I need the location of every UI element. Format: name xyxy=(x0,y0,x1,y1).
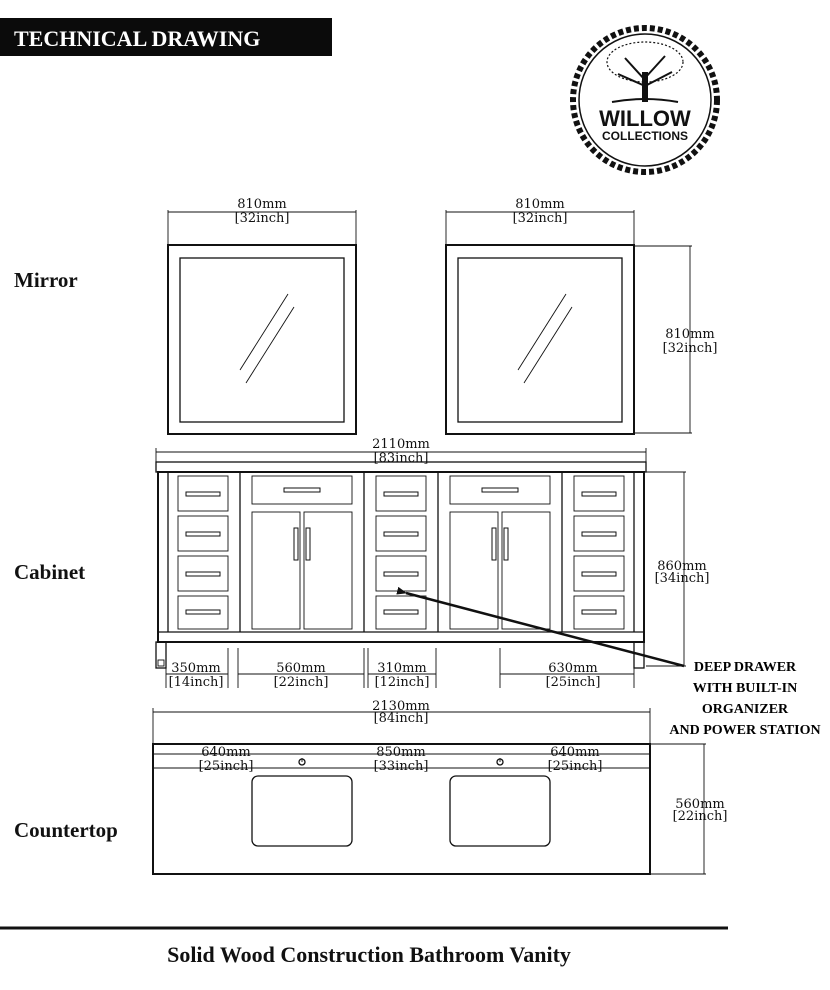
dim-counter-center: 850mm [33inch] xyxy=(302,745,500,774)
dim-counter-depth-inch: [22inch] xyxy=(673,809,728,824)
dim-cabinet-height: 860mm [34inch] xyxy=(646,471,710,667)
section-label-cabinet: Cabinet xyxy=(14,560,85,584)
footer-title: Solid Wood Construction Bathroom Vanity xyxy=(167,942,571,967)
dim-counter-center-mm: 850mm xyxy=(376,745,425,760)
dim-bottom-center-inch: [12inch] xyxy=(375,675,430,690)
dim-bottom-mid: 560mm [22inch] xyxy=(237,648,365,690)
dim-mirror-left-width: 810mm [32inch] xyxy=(167,197,357,245)
dim-bottom-left: 350mm [14inch] xyxy=(165,648,229,690)
dim-counter-width-mm: 2130mm xyxy=(372,699,430,714)
header-badge-text: TECHNICAL DRAWING xyxy=(14,26,260,51)
dim-bottom-right-mm: 630mm xyxy=(548,661,597,676)
dim-counter-depth: 560mm [22inch] xyxy=(650,743,728,875)
logo-line1: WILLOW xyxy=(599,106,691,131)
dim-bottom-mid-mm: 560mm xyxy=(276,661,325,676)
logo-line2: COLLECTIONS xyxy=(602,129,688,143)
dim-mirror-height: 810mm [32inch] xyxy=(634,245,718,434)
dim-mirror-left-width-inch: [32inch] xyxy=(235,211,290,226)
countertop xyxy=(152,743,651,875)
section-label-mirror: Mirror xyxy=(14,268,78,292)
dim-counter-right-mm: 640mm xyxy=(550,745,599,760)
dim-counter-right: 640mm [25inch] xyxy=(500,745,650,774)
cabinet-width-dim: 2110mm [83inch] xyxy=(155,437,647,470)
dim-bottom-center-mm: 310mm xyxy=(377,661,426,676)
dim-mirror-left-width-mm: 810mm xyxy=(237,197,286,212)
dim-mirror-right-width-mm: 810mm xyxy=(515,197,564,212)
deep-drawer-callout: DEEP DRAWER WITH BUILT-IN ORGANIZER AND … xyxy=(396,586,821,738)
dim-cabinet-height-inch: [34inch] xyxy=(655,571,710,586)
section-label-countertop: Countertop xyxy=(14,818,118,842)
dim-bottom-left-inch: [14inch] xyxy=(169,675,224,690)
header-badge: TECHNICAL DRAWING xyxy=(0,18,332,56)
dim-bottom-left-mm: 350mm xyxy=(171,661,220,676)
callout-line2: WITH BUILT-IN xyxy=(693,681,797,696)
dim-cabinet-width-inch: [83inch] xyxy=(374,451,429,466)
dim-bottom-right-inch: [25inch] xyxy=(546,675,601,690)
dim-mirror-height-inch: [32inch] xyxy=(663,341,718,356)
dim-counter-left-mm: 640mm xyxy=(201,745,250,760)
dim-cabinet-width-mm: 2110mm xyxy=(372,437,430,452)
dim-counter-width-inch: [84inch] xyxy=(374,711,429,726)
dim-bottom-right: 630mm [25inch] xyxy=(499,648,635,690)
dim-counter-depth-mm: 560mm xyxy=(675,797,724,812)
dim-cabinet-height-mm: 860mm xyxy=(657,559,706,574)
callout-line3: ORGANIZER xyxy=(702,702,789,717)
willow-logo: WILLOW COLLECTIONS xyxy=(570,25,720,175)
dim-counter-left-inch: [25inch] xyxy=(199,759,254,774)
dim-bottom-center: 310mm [12inch] xyxy=(367,648,437,690)
dim-mirror-right-width: 810mm [32inch] xyxy=(445,197,635,245)
mirror-right xyxy=(445,244,635,435)
dim-counter-right-inch: [25inch] xyxy=(548,759,603,774)
dim-counter-left: 640mm [25inch] xyxy=(153,745,302,774)
callout-line1: DEEP DRAWER xyxy=(694,660,797,675)
dim-bottom-mid-inch: [22inch] xyxy=(274,675,329,690)
dim-counter-center-inch: [33inch] xyxy=(374,759,429,774)
dim-mirror-right-width-inch: [32inch] xyxy=(513,211,568,226)
callout-line4: AND POWER STATION xyxy=(669,723,820,738)
dim-counter-width: 2130mm [84inch] xyxy=(152,699,651,744)
dim-mirror-height-mm: 810mm xyxy=(665,327,714,342)
tree-icon xyxy=(606,41,684,103)
mirror-left xyxy=(167,244,357,435)
